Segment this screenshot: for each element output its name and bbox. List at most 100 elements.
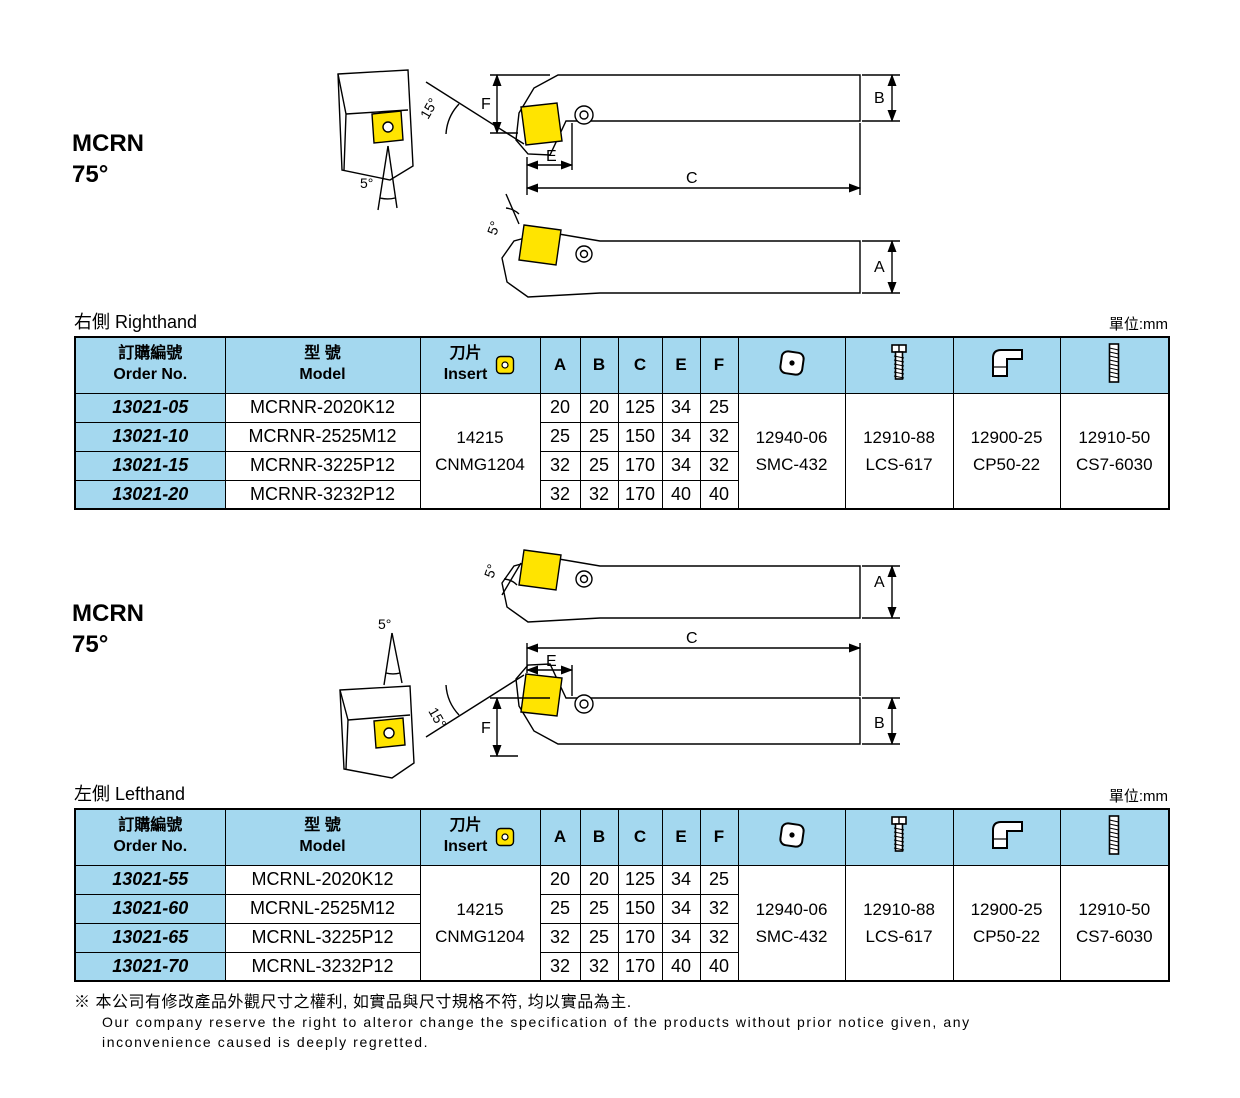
product-angle: 75° — [72, 161, 109, 189]
dim-label-c: C — [686, 630, 698, 647]
unit-label-right: 單位:mm — [1108, 316, 1168, 333]
threaded-stud-icon — [1108, 814, 1120, 855]
disclaimer: ※ 本公司有修改產品外觀尺寸之權利, 如實品與尺寸規格不符, 均以實品為主. O… — [74, 988, 1174, 1053]
cell-part-4: 12910-50 CS7-6030 — [1059, 864, 1170, 982]
insert-model: CNMG1204 — [435, 454, 525, 474]
cell-part-3: 12900-25 CP50-22 — [952, 864, 1061, 982]
cell-c: 150 — [617, 421, 663, 452]
product-name: MCRN — [72, 600, 144, 627]
dim-label-f: F — [481, 96, 491, 113]
insert-tip — [520, 673, 563, 717]
header-dim-c: C — [617, 336, 663, 394]
cell-e: 34 — [661, 392, 701, 423]
cell-model: MCRNL-3232P12 — [224, 951, 421, 982]
header-dim-a: A — [539, 808, 581, 866]
header-dim-a: A — [539, 336, 581, 394]
cell-a: 25 — [539, 893, 581, 924]
header-insert: 刀片 Insert — [419, 808, 541, 866]
header-part-screw — [844, 336, 954, 394]
header-dim-c: C — [617, 808, 663, 866]
angle-label-15: 15° — [417, 95, 441, 121]
table-row: 13021-55 MCRNL-2020K12 14215 CNMG1204 20… — [74, 864, 1170, 982]
cell-insert: 14215 CNMG1204 — [419, 392, 541, 510]
cell-e: 34 — [661, 864, 701, 895]
dim-label-c: C — [686, 170, 698, 187]
righthand-diagram: F B C E A 15° 5° 5° — [337, 69, 900, 298]
product-name: MCRN — [72, 130, 144, 157]
angle-label-15: 15° — [425, 705, 449, 731]
clamp-icon — [991, 348, 1023, 377]
cell-part-1: 12940-06 SMC-432 — [737, 864, 846, 982]
header-order-no: 訂購編號 Order No. — [74, 336, 226, 394]
table-row: 13021-70 MCRNL-3232P12 32 32 170 40 40 — [74, 951, 1169, 982]
cell-e: 34 — [661, 421, 701, 452]
cell-order: 13021-15 — [74, 450, 226, 481]
screw-icon — [891, 343, 907, 380]
cell-e: 34 — [661, 893, 701, 924]
dim-label-a: A — [874, 574, 885, 591]
lefthand-caption-row: 左側 Lefthand 單位:mm — [74, 780, 1168, 806]
dim-label-e: E — [546, 653, 557, 670]
dim-label-e: E — [546, 148, 557, 165]
insert-shape-icon — [778, 822, 805, 848]
insert-code: 14215 — [456, 427, 504, 447]
table-row: 13021-15 MCRNR-3225P12 32 25 170 34 32 — [74, 450, 1169, 481]
insert-tip — [518, 549, 562, 591]
cell-order: 13021-55 — [74, 864, 226, 895]
cell-a: 32 — [539, 922, 581, 953]
disclaimer-en-line2: inconvenience caused is deeply regretted… — [102, 1034, 430, 1051]
header-dim-e: E — [661, 808, 701, 866]
angle-label-5: 5° — [360, 175, 373, 191]
cell-part-2: 12910-88 LCS-617 — [844, 864, 954, 982]
header-model: 型 號 Model — [224, 336, 421, 394]
cell-f: 32 — [699, 922, 739, 953]
cell-part-3: 12900-25 CP50-22 — [952, 392, 1061, 510]
header-dim-b: B — [579, 336, 619, 394]
cell-model: MCRNL-2525M12 — [224, 893, 421, 924]
table-row: 13021-20 MCRNR-3232P12 32 32 170 40 40 — [74, 479, 1169, 510]
dim-label-b: B — [874, 90, 885, 107]
cell-part-4: 12910-50 CS7-6030 — [1059, 392, 1170, 510]
cell-c: 170 — [617, 951, 663, 982]
table-row: 13021-05 MCRNR-2020K12 14215 CNMG1204 20… — [74, 392, 1170, 510]
header-insert-en: Insert — [443, 366, 488, 384]
cell-f: 32 — [699, 893, 739, 924]
table-row: 13021-65 MCRNL-3225P12 32 25 170 34 32 — [74, 922, 1169, 953]
table-row: 13021-60 MCRNL-2525M12 25 25 150 34 32 — [74, 893, 1169, 924]
cell-part-1: 12940-06 SMC-432 — [737, 392, 846, 510]
header-part-stud — [1059, 808, 1170, 866]
product-angle: 75° — [72, 631, 109, 659]
header-dim-f: F — [699, 808, 739, 866]
cell-c: 170 — [617, 450, 663, 481]
cell-a: 32 — [539, 951, 581, 982]
disclaimer-en-line1: Our company reserve the right to alteror… — [102, 1014, 971, 1030]
cell-order: 13021-70 — [74, 951, 226, 982]
cell-order: 13021-20 — [74, 479, 226, 510]
header-dim-b: B — [579, 808, 619, 866]
cell-b: 32 — [579, 951, 619, 982]
cell-model: MCRNR-3225P12 — [224, 450, 421, 481]
insert-tip — [518, 224, 562, 266]
unit-label-left: 單位:mm — [1108, 788, 1168, 805]
insert-yellow-icon — [496, 828, 515, 847]
insert-shape-icon — [778, 350, 805, 376]
threaded-stud-icon — [1108, 342, 1120, 383]
header-insert: 刀片 Insert — [419, 336, 541, 394]
disclaimer-zh: 本公司有修改產品外觀尺寸之權利, 如實品與尺寸規格不符, 均以實品為主. — [95, 994, 632, 1011]
cell-b: 32 — [579, 479, 619, 510]
cell-a: 20 — [539, 864, 581, 895]
cell-a: 25 — [539, 421, 581, 452]
header-model-en: Model — [299, 366, 346, 384]
cell-b: 25 — [579, 421, 619, 452]
clamp-icon — [991, 820, 1023, 849]
header-model-zh: 型 號 — [304, 345, 341, 363]
header-order-en: Order No. — [113, 366, 188, 384]
cell-model: MCRNR-2020K12 — [224, 392, 421, 423]
header-part-clamp — [952, 808, 1061, 866]
disclaimer-marker: ※ — [74, 994, 91, 1011]
angle-label-5: 5° — [378, 616, 391, 632]
insert-yellow-icon — [496, 356, 515, 375]
dim-label-b: B — [874, 715, 885, 732]
lefthand-diagram: A C E F B 15° 5° 5° — [339, 549, 900, 779]
cell-f: 25 — [699, 864, 739, 895]
